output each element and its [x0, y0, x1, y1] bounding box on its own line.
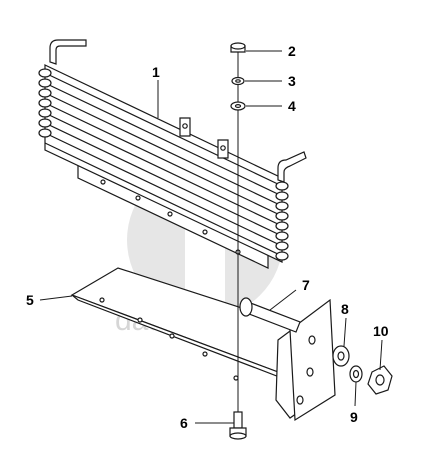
oil-cooler — [38, 39, 307, 269]
bolt — [239, 297, 301, 333]
base-bracket — [70, 267, 336, 422]
leader-7 — [269, 289, 297, 311]
cooler-coil-ends — [38, 68, 289, 261]
top-fasteners — [230, 42, 246, 111]
callout-2: 2 — [288, 43, 296, 59]
callout-3: 3 — [288, 73, 296, 89]
callout-4: 4 — [288, 98, 296, 114]
callout-5: 5 — [26, 292, 34, 308]
bracket-holes — [99, 297, 316, 405]
callout-6: 6 — [180, 415, 188, 431]
callout-8: 8 — [341, 301, 349, 317]
bottom-screw — [229, 411, 247, 440]
callouts: 1 2 3 4 5 6 7 8 9 10 — [26, 43, 389, 431]
cooler-pipe-top-left — [49, 39, 87, 65]
side-fasteners — [332, 345, 393, 395]
leader-9 — [354, 381, 357, 407]
callout-1: 1 — [152, 64, 160, 80]
cooler-fins — [44, 72, 283, 257]
leader-8 — [343, 317, 347, 347]
cooler-pipe-right — [277, 151, 307, 183]
callout-9: 9 — [350, 409, 358, 425]
leader-lines — [39, 50, 383, 424]
leader-5 — [39, 295, 73, 301]
callout-7: 7 — [302, 277, 310, 293]
bracket-upright-front — [289, 298, 336, 422]
leader-10 — [379, 339, 383, 371]
callout-10: 10 — [373, 323, 389, 339]
